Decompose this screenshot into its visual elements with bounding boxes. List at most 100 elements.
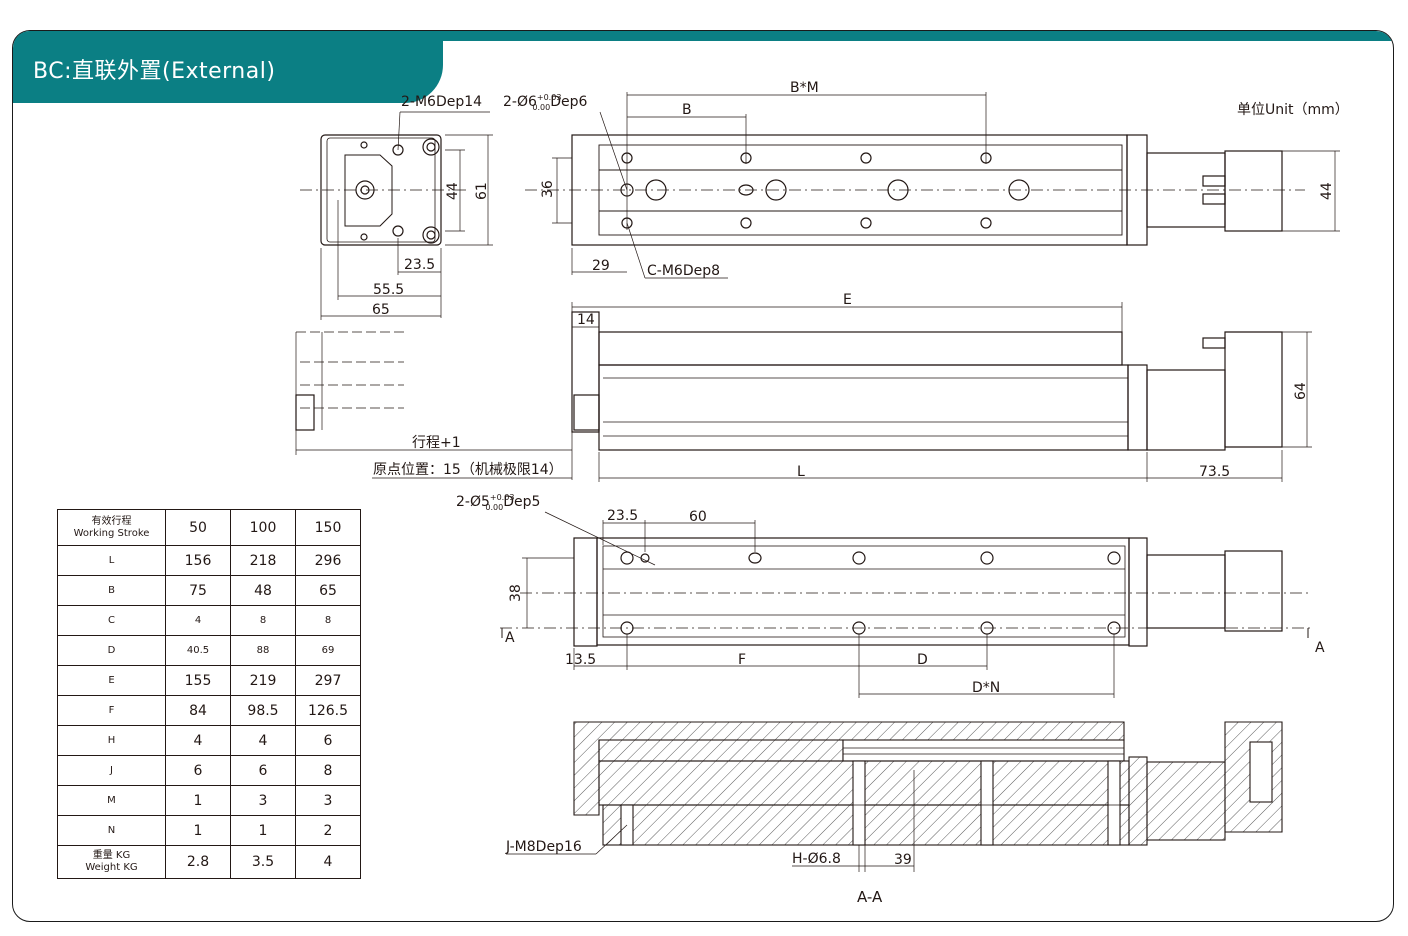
row-label: J — [57, 755, 166, 786]
thread-label-top: 2-M6Dep14 — [401, 94, 482, 110]
dim-stroke-plus-1: 行程+1 — [412, 435, 461, 451]
table-cell: 4 — [165, 605, 231, 636]
end-view — [300, 111, 493, 320]
table-cell: 1 — [165, 785, 231, 816]
dim-b: B — [682, 102, 692, 118]
table-cell: 8 — [295, 755, 361, 786]
dim-14: 14 — [577, 312, 595, 328]
section-mark-a-left: A — [505, 630, 515, 646]
dim-13-5: 13.5 — [565, 652, 596, 668]
dim-64: 64 — [1293, 382, 1309, 400]
table-cell: 75 — [165, 575, 231, 606]
thread-label-j: J-M8Dep16 — [505, 839, 582, 855]
dim-65-end: 65 — [372, 302, 390, 318]
dim-e: E — [843, 292, 852, 308]
table-row: M 1 3 3 — [57, 785, 361, 816]
row-label: H — [57, 725, 166, 756]
dim-b-times-m: B*M — [790, 80, 819, 96]
table-cell: 126.5 — [295, 695, 361, 726]
dim-23-5-bottom: 23.5 — [607, 508, 638, 524]
table-cell: 2.8 — [165, 845, 231, 879]
page-frame: BC:直联外置(External) — [12, 30, 1394, 922]
row-label-stroke: 有效行程 Working Stroke — [57, 509, 166, 546]
table-cell: 40.5 — [165, 635, 231, 666]
row-label: N — [57, 815, 166, 846]
row-label-weight: 重量 KG Weight KG — [57, 845, 166, 879]
table-row: L 156 218 296 — [57, 545, 361, 576]
dim-23-5-end: 23.5 — [404, 257, 435, 273]
table-row: D 40.5 88 69 — [57, 635, 361, 666]
table-cell: 156 — [165, 545, 231, 576]
row-label: E — [57, 665, 166, 696]
dim-39: 39 — [894, 852, 912, 868]
unit-label: 单位Unit（mm） — [1237, 102, 1349, 118]
table-cell: 65 — [295, 575, 361, 606]
table-header-row: 有效行程 Working Stroke 50 100 150 — [57, 509, 361, 546]
table-cell: 84 — [165, 695, 231, 726]
table-cell: 6 — [295, 725, 361, 756]
table-cell: 4 — [230, 725, 296, 756]
row-label: F — [57, 695, 166, 726]
table-row: E 155 219 297 — [57, 665, 361, 696]
table-row: F 84 98.5 126.5 — [57, 695, 361, 726]
row-label: C — [57, 605, 166, 636]
section-view — [506, 721, 1283, 872]
table-row: H 4 4 6 — [57, 725, 361, 756]
table-cell: 1 — [230, 815, 296, 846]
table-cell: 8 — [295, 605, 361, 636]
row-label: D — [57, 635, 166, 666]
table-cell: 155 — [165, 665, 231, 696]
table-cell: 3 — [295, 785, 361, 816]
table-row: B 75 48 65 — [57, 575, 361, 606]
row-label: L — [57, 545, 166, 576]
dim-61-end: 61 — [474, 182, 490, 200]
dim-29: 29 — [592, 258, 610, 274]
section-mark-a-right: A — [1315, 640, 1325, 656]
table-cell: 297 — [295, 665, 361, 696]
dim-d-times-n: D*N — [972, 680, 1000, 696]
header-band — [13, 31, 1393, 41]
section-title: A-A — [857, 888, 883, 906]
top-view — [525, 92, 1340, 279]
dim-60: 60 — [689, 509, 707, 525]
table-cell: 219 — [230, 665, 296, 696]
table-cell: 8 — [230, 605, 296, 636]
dim-44-end: 44 — [445, 182, 461, 200]
row-label: M — [57, 785, 166, 816]
spec-table: 有效行程 Working Stroke 50 100 150 L 156 218… — [57, 509, 361, 879]
table-cell: 296 — [295, 545, 361, 576]
hole-label-h: H-Ø6.8 — [792, 851, 841, 867]
table-cell: 6 — [230, 755, 296, 786]
table-cell: 3 — [230, 785, 296, 816]
table-cell: 2 — [295, 815, 361, 846]
table-row: N 1 1 2 — [57, 815, 361, 846]
table-cell: 4 — [165, 725, 231, 756]
table-cell: 48 — [230, 575, 296, 606]
table-cell: 69 — [295, 635, 361, 666]
side-view — [295, 302, 1312, 482]
dim-38: 38 — [508, 584, 524, 602]
table-cell: 3.5 — [230, 845, 296, 879]
page-title: BC:直联外置(External) — [33, 59, 276, 84]
table-cell: 88 — [230, 635, 296, 666]
dim-73-5: 73.5 — [1199, 464, 1230, 480]
table-cell: 4 — [295, 845, 361, 879]
table-row: J 6 6 8 — [57, 755, 361, 786]
dim-f: F — [738, 652, 746, 668]
table-cell: 218 — [230, 545, 296, 576]
table-cell: 150 — [295, 509, 361, 546]
table-cell: 100 — [230, 509, 296, 546]
table-row: C 4 8 8 — [57, 605, 361, 636]
dim-d: D — [917, 652, 928, 668]
origin-label: 原点位置：15（机械极限14） — [373, 462, 563, 478]
table-cell: 1 — [165, 815, 231, 846]
dim-55-5-end: 55.5 — [373, 282, 404, 298]
title-tab: BC:直联外置(External) — [13, 31, 443, 103]
bottom-view — [500, 511, 1312, 698]
dim-l: L — [797, 464, 805, 480]
row-label: B — [57, 575, 166, 606]
dim-44-top: 44 — [1319, 182, 1335, 200]
